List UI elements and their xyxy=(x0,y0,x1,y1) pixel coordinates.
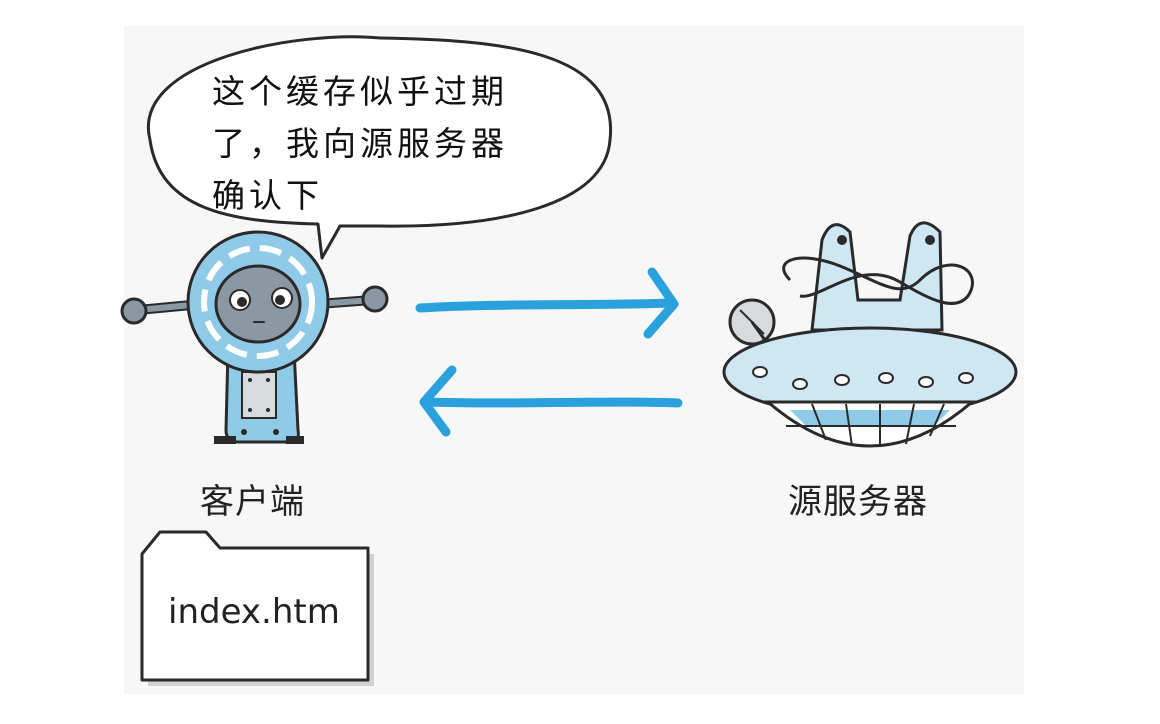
response-arrow-icon xyxy=(419,365,683,437)
speech-line: 这个缓存似乎过期 xyxy=(212,72,508,111)
file-name-label: index.htm xyxy=(168,592,340,632)
speech-line: 确认下 xyxy=(212,176,323,215)
origin-server-ufo-icon xyxy=(722,221,1018,448)
client-label: 客户端 xyxy=(200,482,305,522)
origin-server-label: 源服务器 xyxy=(788,482,928,522)
speech-line: 了，我向源服务器 xyxy=(212,124,508,163)
speech-bubble xyxy=(146,35,613,260)
speech-bubble-text: 这个缓存似乎过期 了，我向源服务器 确认下 xyxy=(212,66,552,222)
client-robot-icon xyxy=(120,230,389,444)
file-icon xyxy=(140,530,374,686)
request-arrow-icon xyxy=(415,267,679,339)
